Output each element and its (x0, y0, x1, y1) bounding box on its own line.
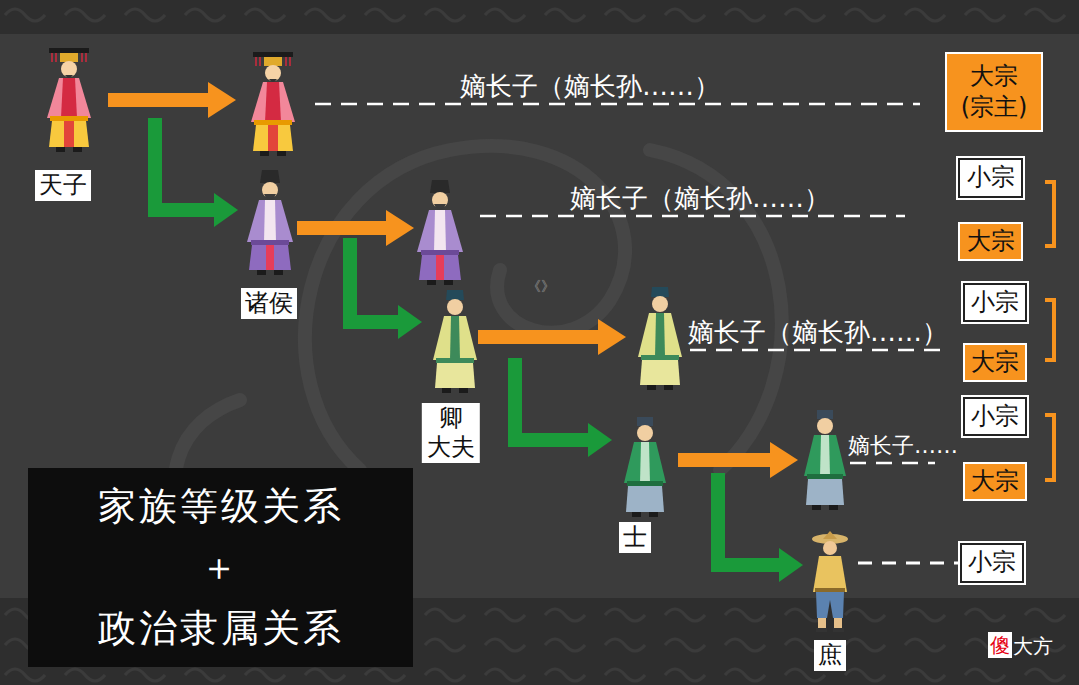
heir-arrows (108, 82, 798, 478)
emperor-figure (47, 48, 91, 152)
node-text: 士 (623, 523, 647, 552)
heir-label: 嫡长子（嫡长孙……） (570, 184, 830, 212)
scholar-figure (624, 417, 666, 517)
arrow-head (214, 193, 238, 227)
heir-label: 嫡长子（嫡长孙……） (688, 318, 948, 346)
rank-label-box: 诸侯 (241, 288, 297, 319)
node-text: 大宗 (967, 226, 1015, 257)
connector-line (148, 125, 218, 210)
node-text: 卿 大夫 (426, 404, 476, 462)
minister-heir-figure (638, 287, 682, 390)
arrow-head (779, 548, 803, 582)
rank-figure: 天子 (35, 45, 148, 205)
rank-label-box: 卿 大夫 (422, 403, 480, 463)
arrow-head (398, 305, 422, 339)
node-text: 大宗 (宗主) (958, 61, 1030, 123)
faint-mark: 《》 (527, 272, 555, 300)
node-text: ＋ (200, 542, 241, 593)
rank-label-box: 天子 (35, 170, 91, 201)
node-text: 小宗 (968, 547, 1016, 578)
arrow-head (588, 423, 612, 457)
minor-lineage-box: 小宗 (963, 283, 1027, 322)
lord-figure (247, 170, 293, 275)
major-lineage-box: 大宗 (963, 343, 1027, 382)
node-text: 家族等级关系 (98, 481, 344, 532)
emperor-heir-figure (251, 52, 295, 156)
connector-line (343, 245, 402, 322)
node-text: 大宗 (971, 347, 1019, 378)
rank-figure: 诸侯 (238, 165, 343, 325)
node-text: 小宗 (967, 162, 1015, 193)
watermark: 大方 (1013, 632, 1053, 660)
group-brackets (1045, 182, 1054, 480)
descent-connector (508, 365, 612, 457)
descent-connector (711, 480, 803, 582)
rank-label-box: 士 (619, 522, 651, 553)
rank-figure: 士 (612, 410, 711, 560)
scholar-heir-figure (804, 410, 846, 510)
rank-label-box: 庶 (814, 640, 846, 671)
node-text: 诸侯 (245, 289, 293, 318)
lord-heir-figure (417, 180, 463, 285)
descent-connector (343, 245, 422, 339)
node-text: 庶 (818, 641, 842, 670)
major-lineage-box: 大宗 (963, 462, 1027, 501)
minor-lineage-box: 小宗 (963, 397, 1027, 436)
connector-line (858, 562, 960, 565)
descent-connector (148, 125, 238, 227)
connector-line (508, 365, 592, 440)
rank-figure: 庶 (803, 525, 858, 675)
leader-dashes (315, 104, 940, 463)
node-text: 天子 (39, 171, 87, 200)
connector-line (711, 480, 783, 565)
watermark: 傻 (988, 632, 1012, 658)
minor-lineage-box: 小宗 (958, 158, 1023, 198)
rank-figure: 卿 大夫 (422, 285, 508, 480)
node-text: 大宗 (971, 466, 1019, 497)
descent-connector (858, 563, 960, 564)
commoner-figure (812, 531, 848, 632)
node-text: 小宗 (971, 287, 1019, 318)
major-lineage-box: 大宗 (宗主) (945, 52, 1043, 132)
minister-figure (433, 290, 477, 393)
heir-label: 嫡长子（嫡长孙……） (460, 72, 720, 100)
major-lineage-box: 大宗 (958, 222, 1023, 261)
frieze-band (0, 598, 1079, 685)
node-text: 小宗 (971, 401, 1019, 432)
node-text: 政治隶属关系 (98, 603, 344, 654)
minor-lineage-box: 小宗 (960, 543, 1024, 583)
summary-panel: 家族等级关系 ＋ 政治隶属关系 (28, 468, 413, 667)
frieze-band (0, 0, 1079, 34)
heir-label: 嫡长子…… (848, 432, 958, 460)
